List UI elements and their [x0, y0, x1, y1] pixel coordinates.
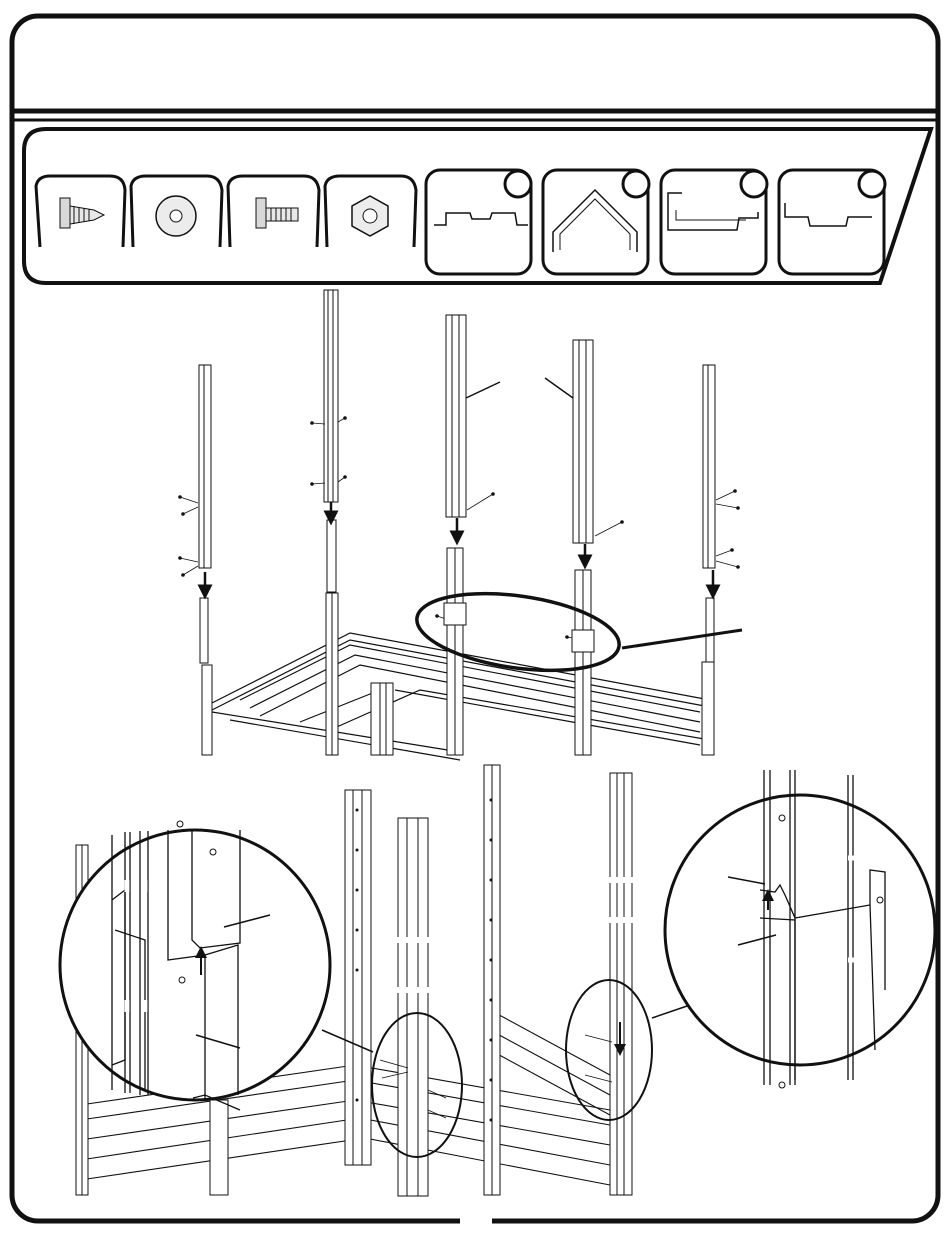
page-tab: [460, 1212, 492, 1226]
door-frame-profile-icon: [661, 170, 767, 274]
lower-assembly-view: [60, 765, 935, 1196]
wall-channel-profile-icon: [426, 170, 531, 274]
joiner-channel-profile-icon: [779, 170, 885, 274]
upper-assembly-view: [178, 290, 742, 760]
right-detail-circle: [665, 770, 935, 1088]
corner-post-profile-icon: [543, 170, 649, 274]
left-detail-circle: [60, 821, 330, 1110]
